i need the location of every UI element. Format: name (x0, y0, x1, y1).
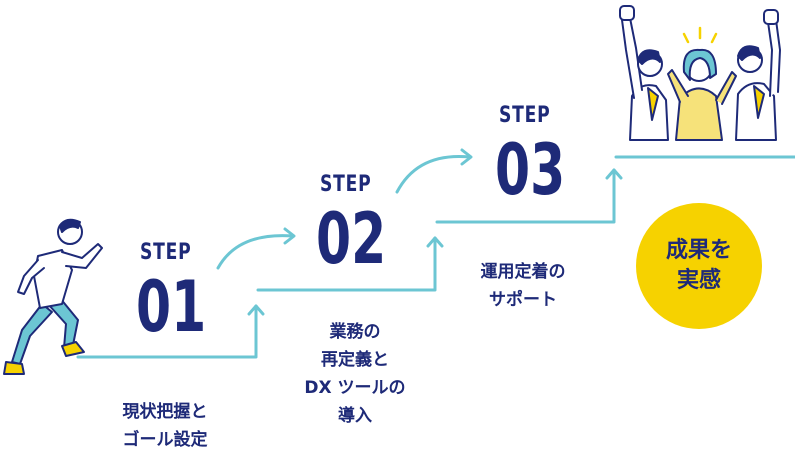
step-2-caption-line: 導入 (338, 406, 372, 426)
stair-line-2 (256, 236, 437, 292)
step-1-label: STEP (140, 240, 192, 265)
step-1-caption: 現状把握と ゴール設定 (100, 398, 230, 454)
celebrating-team-illustration (619, 5, 781, 141)
step-3-caption: 運用定着の サポート (458, 258, 588, 314)
step-1-number: 01 (136, 266, 207, 348)
result-text-line: 成果を (665, 238, 732, 263)
stair-line-1 (76, 304, 258, 359)
step-2-caption-line: 再定義と (321, 350, 389, 370)
step-2-caption: 業務の 再定義と DX ツールの 導入 (290, 318, 420, 430)
step-2-caption-line: DX ツールの (304, 378, 406, 398)
running-man-illustration (3, 218, 103, 375)
step-3-number: 03 (495, 129, 566, 211)
stair-arrowhead-2 (426, 236, 444, 248)
curve-arrow-2-head (460, 148, 473, 166)
result-text-line: 実感 (676, 268, 721, 293)
step-3-label: STEP (499, 103, 551, 128)
curve-arrow-1-head (283, 227, 296, 245)
result-badge: 成果を 実感 (636, 203, 762, 329)
step-2-caption-line: 業務の (329, 322, 381, 342)
curve-arrow-2 (395, 154, 472, 194)
step-1-caption-line: ゴール設定 (122, 430, 208, 450)
step-3-caption-line: サポート (489, 290, 557, 310)
stair-line-3 (435, 168, 616, 224)
step-3-caption-line: 運用定着の (480, 262, 566, 282)
step-1-caption-line: 現状把握と (122, 402, 208, 422)
step-2-number: 02 (316, 198, 387, 280)
curve-arrow-1 (216, 234, 295, 270)
stair-arrowhead-3 (605, 168, 623, 180)
stair-arrowhead-1 (247, 304, 265, 316)
step-2-label: STEP (320, 172, 372, 197)
